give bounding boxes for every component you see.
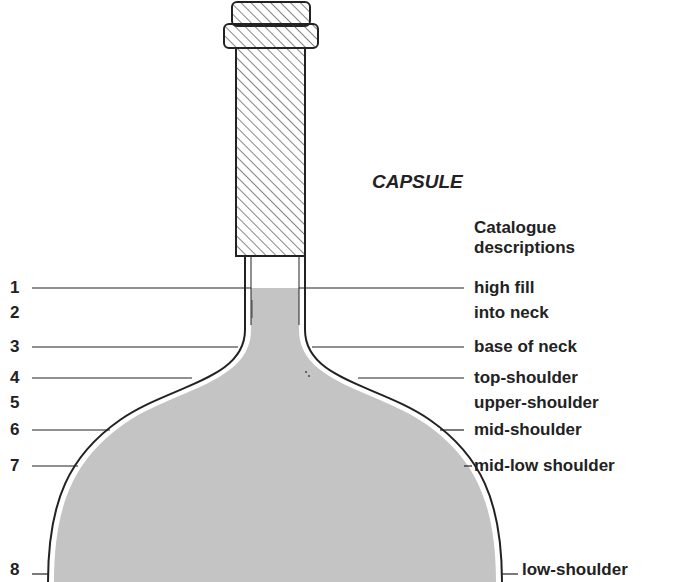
bottle-glass-inner [251, 256, 299, 325]
wine-liquid [54, 288, 496, 582]
fill-description: upper-shoulder [474, 393, 599, 413]
fill-description: top-shoulder [474, 368, 578, 388]
bottle-glass [48, 256, 245, 582]
fill-description: into neck [474, 303, 549, 323]
fill-description: mid-shoulder [474, 420, 582, 440]
callout-number: 4 [10, 368, 19, 388]
capsule-body [236, 48, 305, 256]
leader-lines [32, 288, 518, 574]
fill-description: high fill [474, 278, 534, 298]
bottle-glass [305, 256, 502, 582]
callout-number: 8 [10, 560, 19, 580]
callout-number: 5 [10, 393, 19, 413]
glass-edge [252, 300, 253, 318]
callout-number: 7 [10, 456, 19, 476]
glass-dot [308, 375, 310, 377]
part-label: CAPSULE [372, 171, 463, 194]
capsule-top [232, 2, 310, 26]
callout-number: 1 [10, 278, 19, 298]
fill-description: low-shoulder [522, 560, 628, 580]
fill-description: mid-low shoulder [474, 456, 615, 476]
callout-number: 3 [10, 337, 19, 357]
glass-dot [305, 371, 307, 373]
callout-number: 2 [10, 303, 19, 323]
capsule-ring [224, 24, 318, 48]
column-heading: Catalogue descriptions [474, 218, 592, 259]
callout-number: 6 [10, 420, 19, 440]
fill-description: base of neck [474, 337, 577, 357]
